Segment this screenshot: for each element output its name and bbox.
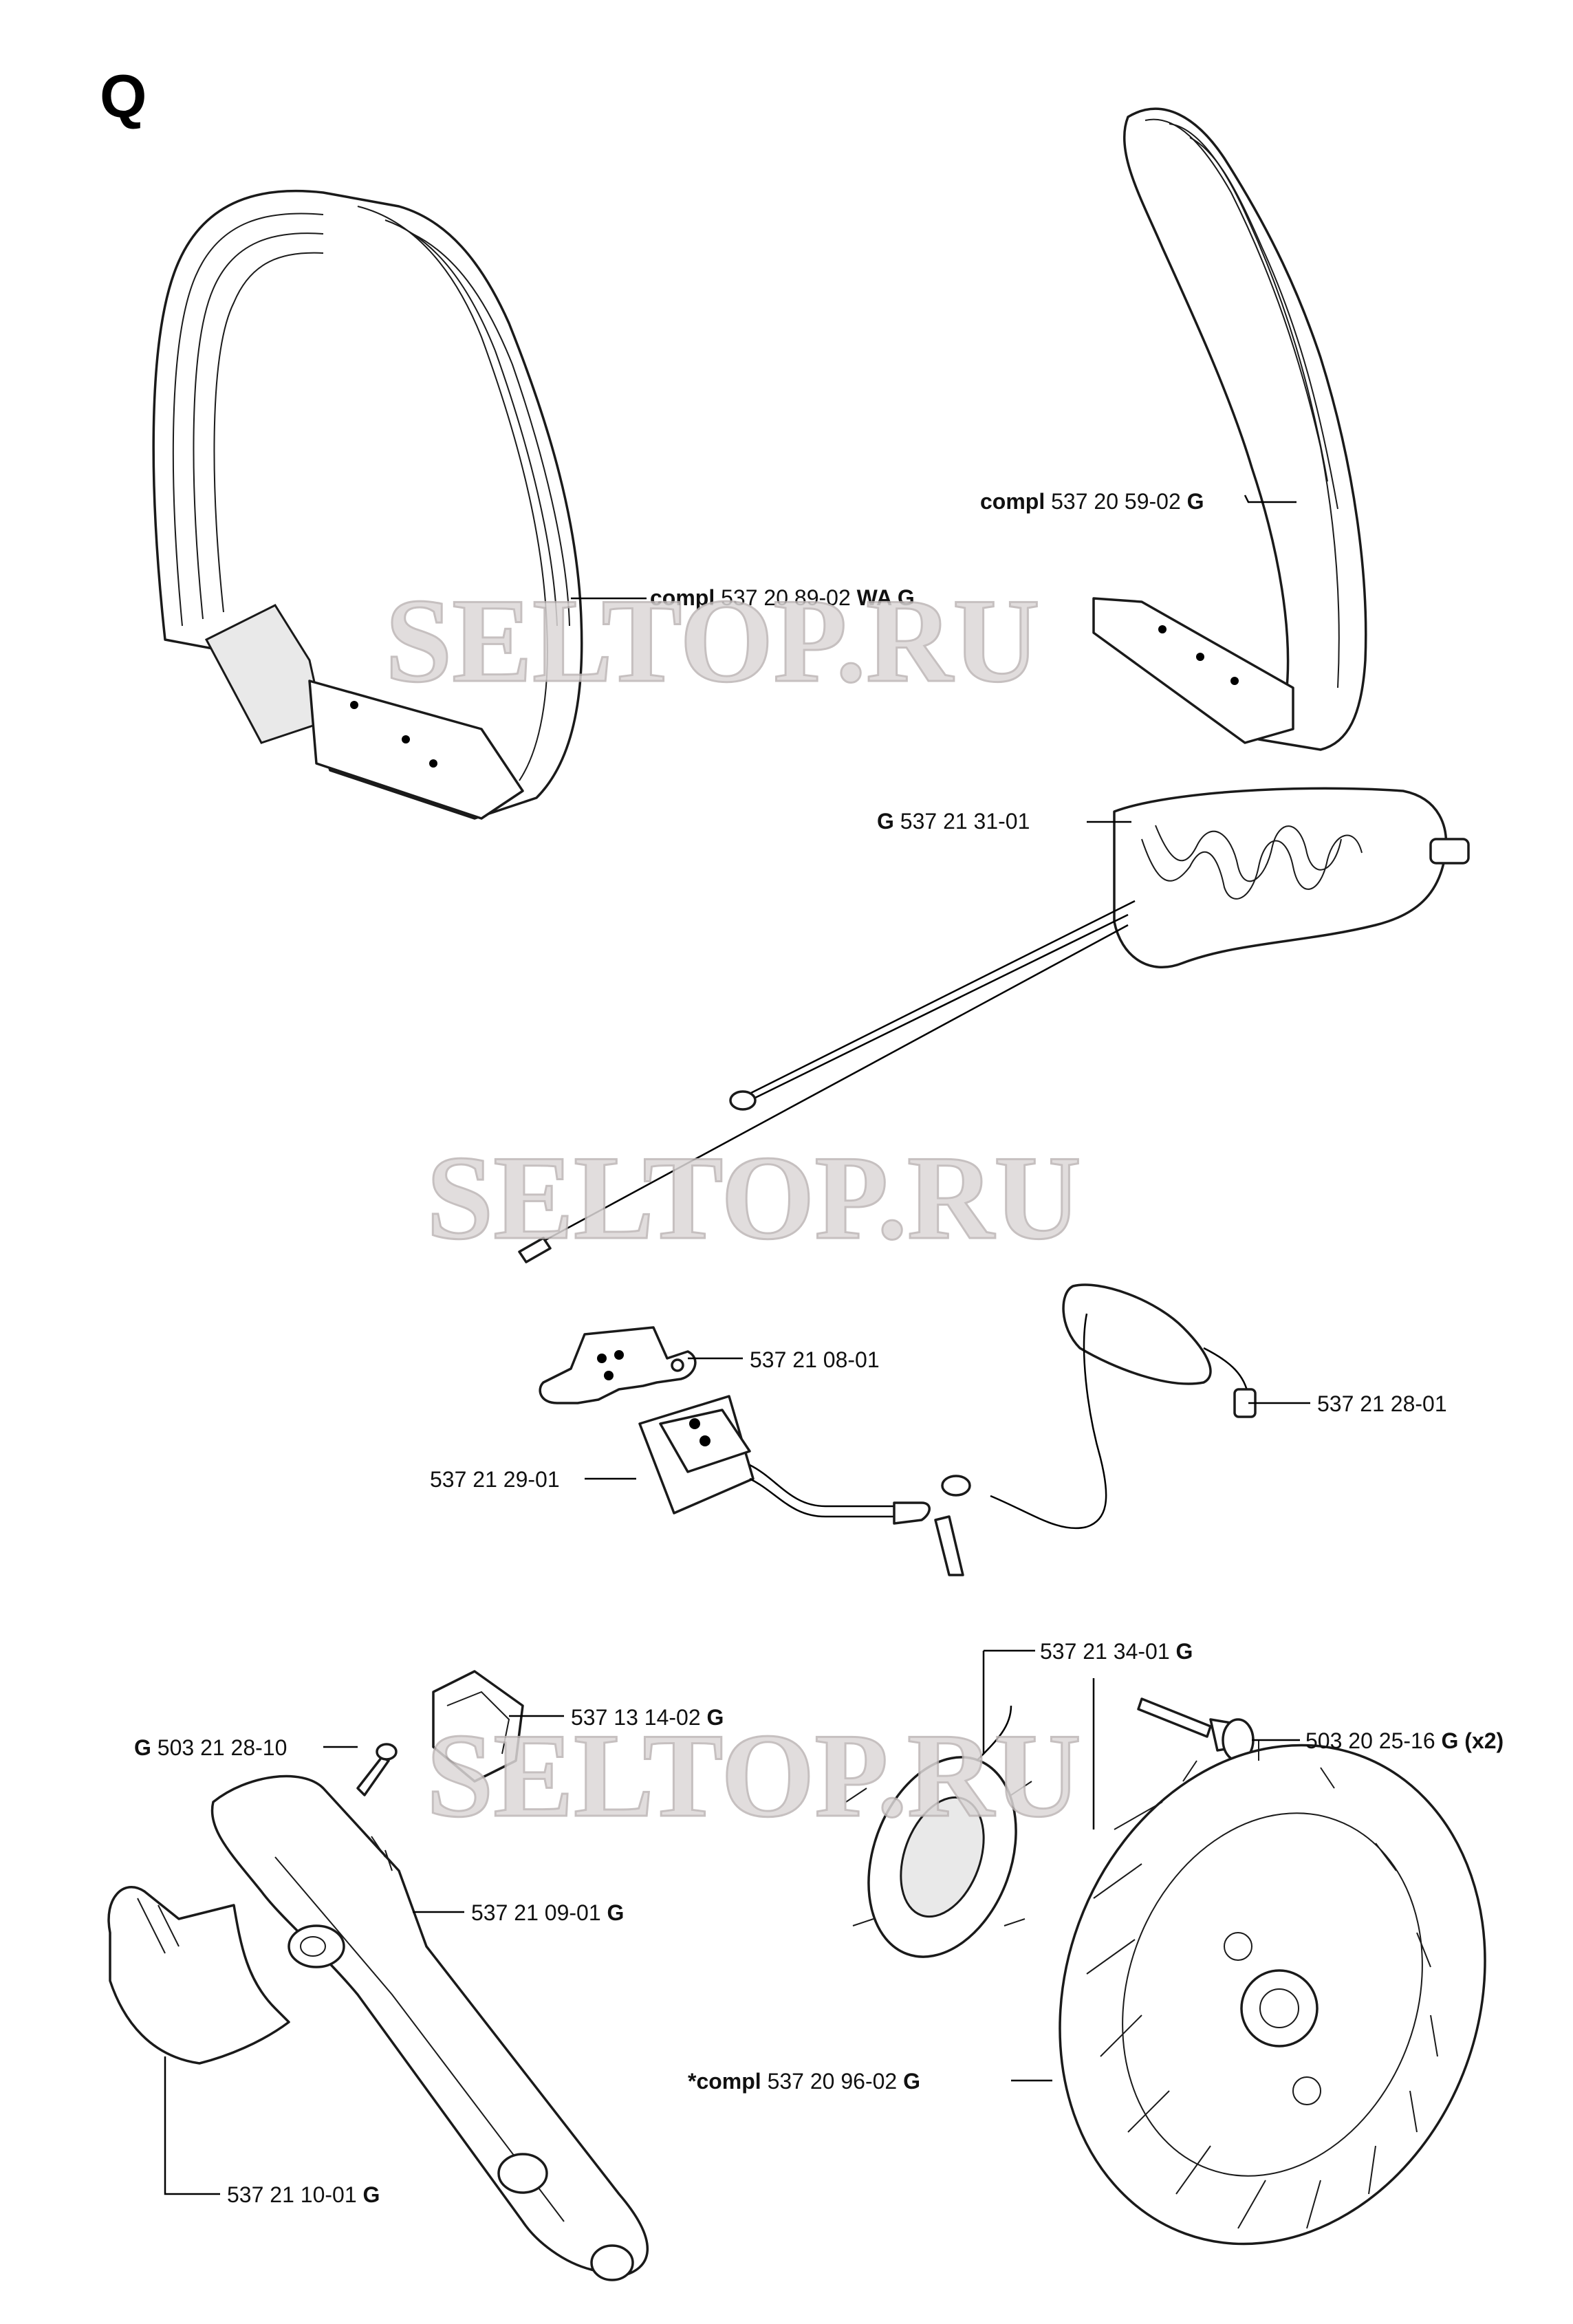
leader-lines [164,495,1310,2195]
label-rear-handle-bar: compl 537 20 59-02 G [980,489,1204,514]
section-letter: Q [100,62,147,130]
screw-large-drawing [1137,1697,1255,1762]
label-cable: 537 21 28-01 [1317,1391,1447,1416]
label-screw-large: 503 20 25-16 G (x2) [1305,1728,1504,1753]
watermark-top: SELTOP.RU [385,574,1040,707]
label-generator: 537 21 34-01 G [1040,1639,1193,1664]
generator-drawing [845,1705,1032,1958]
label-screw-small: G 503 21 28-10 [134,1735,287,1760]
handle-housing-drawing [210,1774,649,2281]
label-handle-housing: 537 21 09-01 G [471,1900,624,1925]
switch-drawing [638,1395,964,1576]
label-heating-element: G 537 21 31-01 [877,809,1030,834]
flywheel-drawing [1059,1740,1486,2246]
label-connector: 537 13 14-02 G [571,1705,724,1730]
connector-drawing [432,1670,524,1783]
label-handle-cover: 537 21 10-01 G [227,2182,380,2207]
label-switch: 537 21 29-01 [430,1467,560,1492]
heating-element-drawing [518,787,1470,1263]
handle-cover-drawing [107,1886,290,2065]
screw-small-drawing [356,1743,398,1796]
rear-handle-bar-drawing [1092,107,1367,751]
label-bracket: 537 21 08-01 [750,1347,880,1372]
cable-drawing [941,1283,1257,1530]
watermark-bottom: SELTOP.RU [426,1708,1081,1842]
watermark-middle: SELTOP.RU [426,1131,1081,1264]
front-handle-drawing [152,189,583,820]
label-front-handle: compl 537 20 89-02 WA G [650,585,915,610]
bracket-drawing [539,1326,697,1404]
label-flywheel: *compl 537 20 96-02 G [688,2069,920,2094]
